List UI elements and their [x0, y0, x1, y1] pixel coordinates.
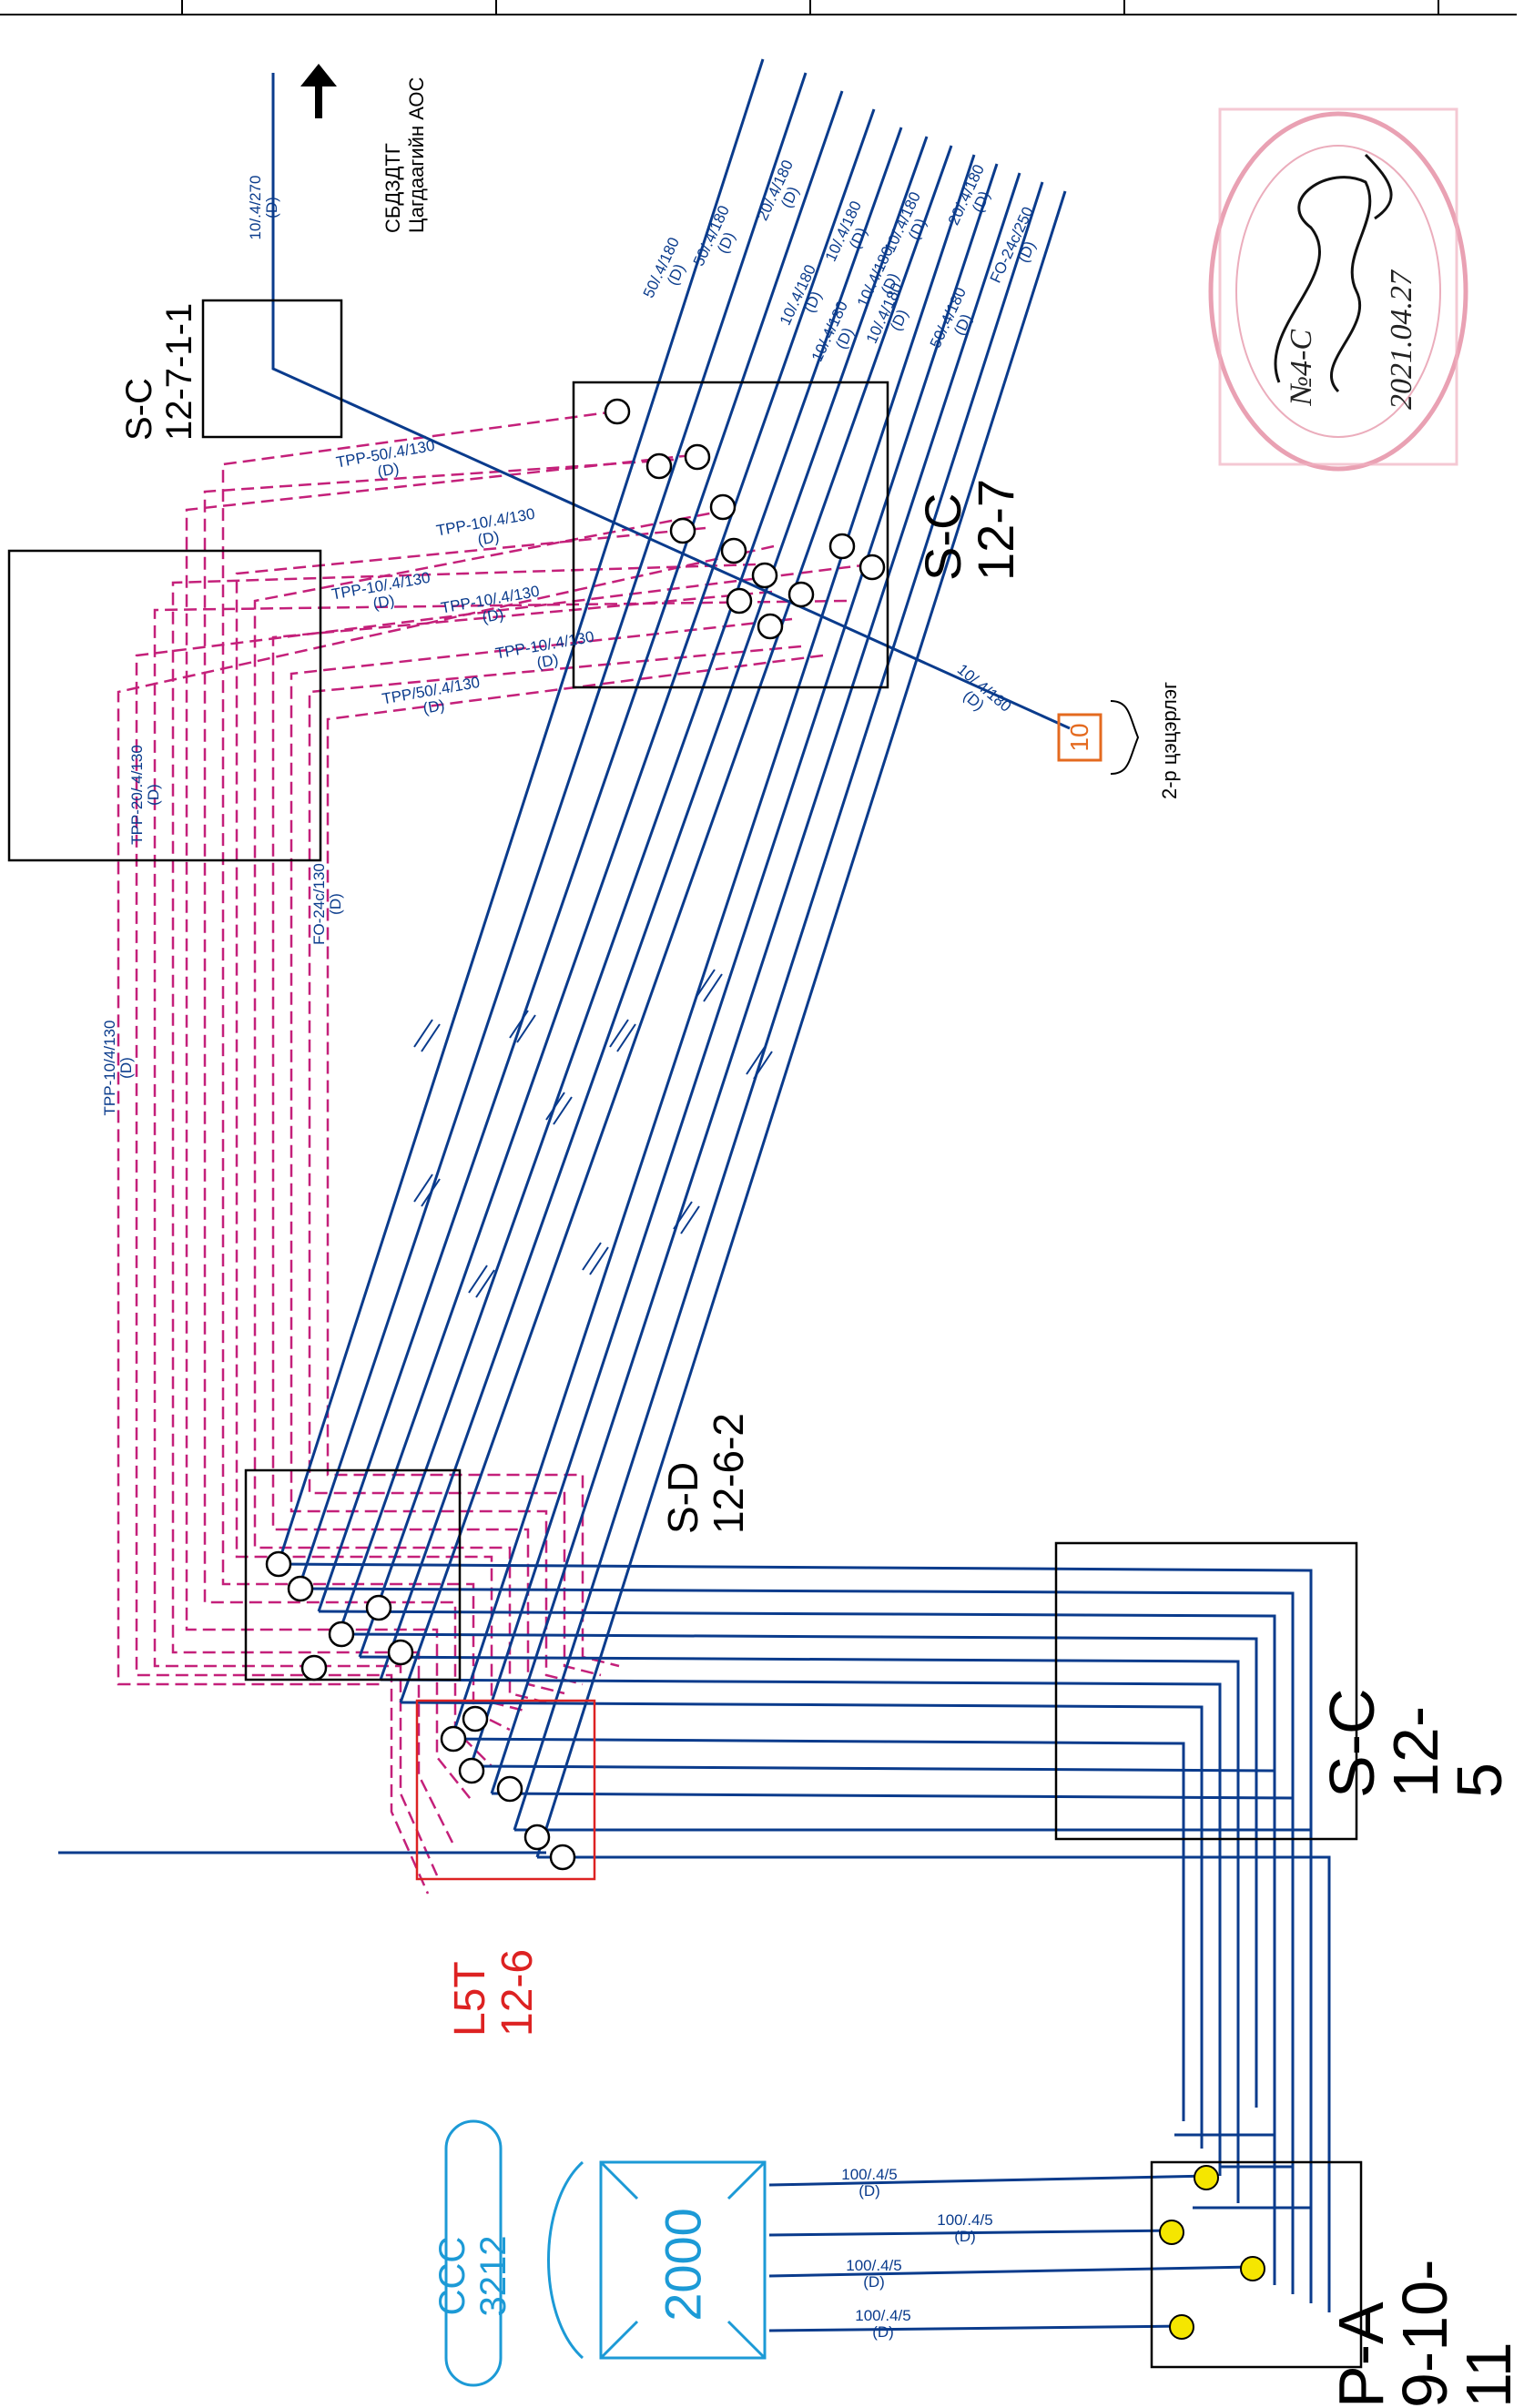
fo-label: FO-24c/130: [310, 863, 328, 945]
stamp: №4-С 2021.04.27: [1208, 107, 1468, 472]
cable-top-suffix: (D): [263, 197, 280, 218]
hash-marks: [413, 969, 773, 1298]
box-sc-12-7: [572, 381, 889, 689]
box-left-empty: [7, 549, 322, 862]
power-cables: [58, 58, 1331, 2332]
p2-label: 100/.4/5: [937, 2211, 993, 2229]
box-pa-9-10-11: [1150, 2160, 1363, 2369]
title-frame: [0, 0, 1517, 15]
fo-suffix: (D): [327, 893, 344, 915]
p3-label: 100/.4/5: [846, 2257, 902, 2274]
tpp7-suffix: (D): [145, 784, 162, 806]
tpp-cables: [117, 410, 870, 1895]
box-sc-12-7-1-1: [201, 299, 343, 439]
box-sc-12-5: [1054, 1541, 1358, 1841]
p1-label: 100/.4/5: [841, 2166, 898, 2183]
p2-suffix: (D): [954, 2228, 976, 2245]
p4-label: 100/.4/5: [855, 2307, 911, 2324]
p3-suffix: (D): [863, 2273, 885, 2291]
tpp8-label: TPP-10/4/130: [101, 1020, 118, 1116]
box-l5t-12-6: [415, 1699, 596, 1881]
marker-box: [1057, 700, 1140, 775]
north-arrow-icon: [300, 64, 337, 118]
cable-top-label: 10/.4/270: [247, 175, 264, 240]
tpp7-label: TPP-20/.4/130: [128, 745, 146, 845]
pa-nodes: [1159, 2165, 1265, 2340]
stamp-date: 2021.04.27: [1385, 269, 1418, 410]
p1-suffix: (D): [859, 2182, 880, 2200]
stamp-no: №4-С: [1285, 330, 1318, 406]
nodes: [265, 398, 886, 1871]
p4-suffix: (D): [872, 2323, 894, 2341]
box-sd-12-6-2: [244, 1468, 462, 1682]
ccc-element: [444, 2119, 767, 2387]
tpp8-suffix: (D): [117, 1057, 135, 1079]
